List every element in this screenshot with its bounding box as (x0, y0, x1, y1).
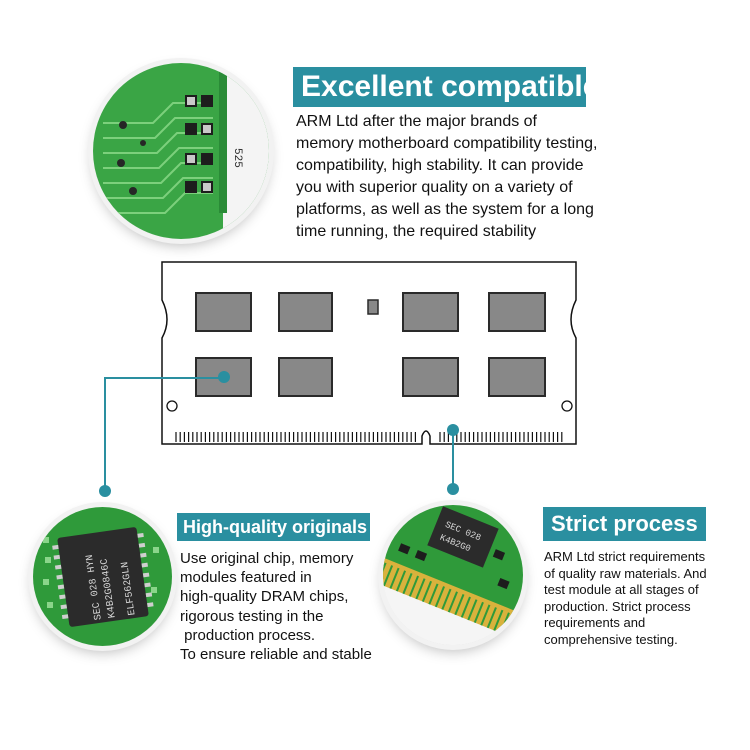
originals-heading: High-quality originals (177, 513, 370, 541)
compatible-line: ARM Ltd after the major brands of (296, 113, 537, 130)
process-line: requirements and (544, 615, 646, 630)
compatible-line: platforms, as well as the system for a l… (296, 201, 594, 218)
originals-line: high-quality DRAM chips, (180, 588, 349, 606)
connector-dot-left-end (99, 485, 111, 497)
originals-line: modules featured in (180, 569, 312, 587)
compatible-line: compatibility, high stability. It can pr… (296, 157, 584, 174)
connector-dot-right-end (447, 483, 459, 495)
gold-pins-photo: SEC 028 K4B2G0 (383, 505, 523, 645)
dram-chip-photo: SEC 028 HYN K4B2G0846C ELF562GLN (33, 507, 172, 646)
process-line: production. Strict process (544, 598, 691, 614)
process-description: ARM Ltd strict requirements of quality r… (544, 549, 707, 648)
compatible-line: memory motherboard compatibility testing… (296, 135, 598, 152)
originals-description: Use original chip, memory modules featur… (180, 549, 372, 664)
connector-line-right (452, 428, 454, 488)
originals-line: Use original chip, memory (180, 550, 354, 567)
pcb-traces-photo: 525 (93, 63, 269, 239)
spd-chip (367, 299, 379, 315)
process-line: of quality raw materials. And (544, 565, 707, 581)
connector-dot-right (447, 424, 459, 436)
compatible-description: ARM Ltd after the major brands of memory… (296, 111, 597, 243)
originals-line: rigorous testing in the (180, 607, 324, 625)
connector-line-left (104, 377, 226, 379)
process-heading: Strict process (543, 507, 706, 541)
originals-line: To ensure reliable and stable (180, 646, 372, 664)
dram-chips (195, 292, 546, 397)
connector-line-left-vertical (104, 377, 106, 489)
process-line: comprehensive testing. (544, 631, 678, 647)
process-line: test module at all stages of (544, 582, 699, 597)
process-line: ARM Ltd strict requirements (544, 549, 706, 564)
memory-module-diagram (161, 261, 577, 445)
contact-pins (175, 432, 563, 442)
compatible-line: you with superior quality on a variety o… (296, 179, 573, 196)
pcb-label: 525 (231, 148, 243, 168)
compatible-heading: Excellent compatible (293, 67, 599, 107)
compatible-line: time running, the required stability (296, 223, 537, 240)
connector-dot-left (218, 371, 230, 383)
originals-line: production process. (180, 626, 316, 644)
